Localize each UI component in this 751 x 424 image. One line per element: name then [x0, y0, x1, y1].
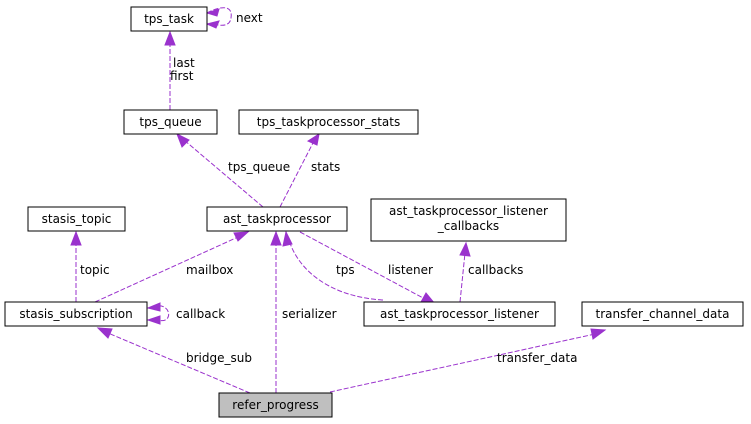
svg-text:ast_taskprocessor: ast_taskprocessor — [223, 212, 331, 226]
label-listener: listener — [388, 263, 433, 277]
edge-taskprocessor-to-tps-queue — [176, 132, 264, 208]
label-first: first — [170, 69, 194, 83]
node-stasis-subscription[interactable]: stasis_subscription — [4, 301, 148, 327]
svg-text:tps_queue: tps_queue — [139, 115, 201, 129]
edge-refer-to-taskprocessor — [270, 230, 282, 393]
label-mailbox: mailbox — [186, 263, 233, 277]
node-tps-task[interactable]: tps_task — [130, 6, 208, 32]
node-refer-progress[interactable]: refer_progress — [218, 392, 333, 418]
edge-tps-queue-to-tps-task — [164, 30, 176, 110]
edge-taskprocessor-to-stats — [279, 132, 320, 208]
label-tps: tps — [336, 263, 355, 277]
edge-subscription-to-taskprocessor — [94, 231, 250, 303]
label-callbacks: callbacks — [468, 263, 523, 277]
svg-text:tps_task: tps_task — [144, 12, 194, 26]
svg-text:tps_taskprocessor_stats: tps_taskprocessor_stats — [257, 115, 401, 129]
node-ast-taskprocessor[interactable]: ast_taskprocessor — [206, 206, 348, 232]
edge-refer-to-transfer-channel-data — [329, 328, 607, 393]
node-stasis-topic[interactable]: stasis_topic — [27, 206, 126, 232]
node-transfer-channel-data[interactable]: transfer_channel_data — [581, 301, 744, 327]
svg-text:stasis_subscription: stasis_subscription — [19, 307, 132, 321]
node-tps-taskprocessor-stats[interactable]: tps_taskprocessor_stats — [238, 109, 419, 135]
label-serializer: serializer — [282, 307, 337, 321]
edge-subscription-to-topic — [70, 230, 82, 302]
label-callback: callback — [176, 307, 225, 321]
svg-text:stasis_topic: stasis_topic — [42, 212, 112, 226]
label-next: next — [236, 11, 263, 25]
label-topic: topic — [80, 263, 110, 277]
svg-text:ast_taskprocessor_listener: ast_taskprocessor_listener — [389, 204, 548, 218]
label-stats: stats — [311, 160, 340, 174]
edge-subscription-callback — [146, 302, 169, 325]
svg-text:transfer_channel_data: transfer_channel_data — [596, 307, 730, 321]
edge-listener-to-taskprocessor-tps — [282, 230, 384, 301]
label-tps-queue: tps_queue — [228, 160, 290, 174]
svg-text:ast_taskprocessor_listener: ast_taskprocessor_listener — [380, 307, 539, 321]
edge-listener-to-callbacks — [459, 241, 471, 303]
node-ast-taskprocessor-listener-callbacks[interactable]: ast_taskprocessor_listener _callbacks — [370, 198, 567, 242]
node-tps-queue[interactable]: tps_queue — [123, 109, 218, 135]
edge-tps-task-next — [205, 7, 232, 29]
svg-text:_callbacks: _callbacks — [437, 219, 499, 233]
label-last: last — [173, 56, 195, 70]
label-transfer-data: transfer_data — [497, 351, 577, 365]
svg-text:refer_progress: refer_progress — [232, 398, 318, 412]
edge-refer-to-subscription — [96, 327, 251, 394]
label-bridge-sub: bridge_sub — [186, 351, 252, 365]
node-ast-taskprocessor-listener[interactable]: ast_taskprocessor_listener — [363, 301, 556, 327]
